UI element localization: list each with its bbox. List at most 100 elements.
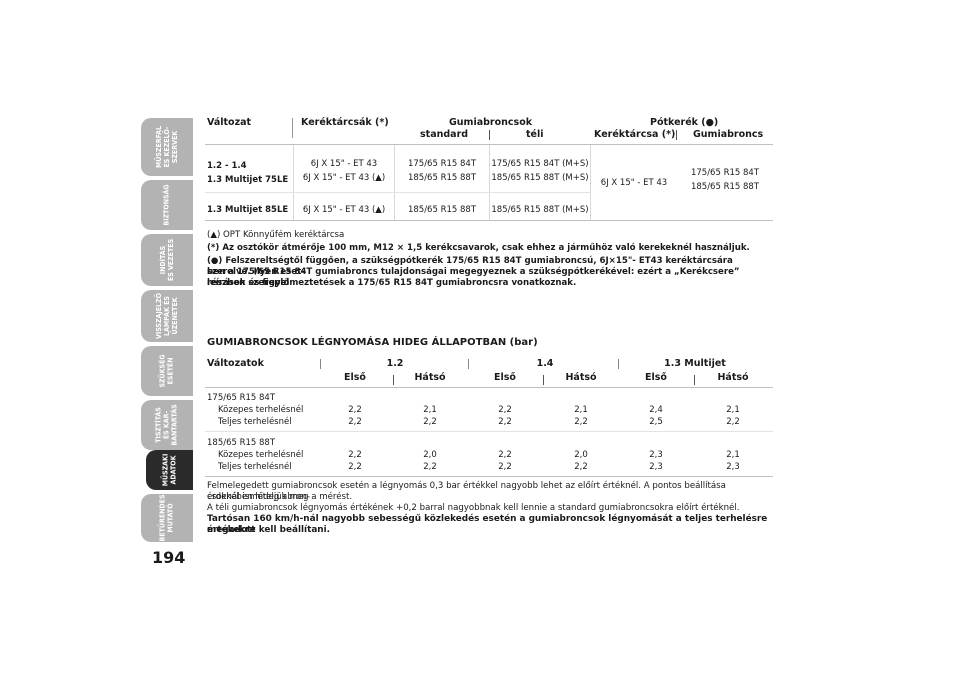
spare-rim: 6J X 15" - ET 43 — [600, 178, 668, 188]
table-rule — [205, 144, 773, 145]
wheel-rim: 6J X 15" - ET 43 — [310, 159, 378, 169]
header-kerektarcsak: Keréktárcsák (*) — [301, 117, 389, 128]
header-kerektarcsa: Keréktárcsa (*) — [594, 129, 676, 140]
note-spare-1: (●) Felszereltségtől függően, a szükségp… — [207, 256, 733, 277]
note-spare-3: leírások és figyelmeztetések a 175/65 R1… — [207, 278, 577, 288]
header-teli: téli — [526, 129, 544, 140]
pressure-value: 2,3 — [649, 450, 663, 460]
spare-tyre: 185/65 R15 88T — [690, 182, 760, 192]
column-divider — [676, 130, 677, 140]
row-rule — [205, 431, 773, 432]
footnote-warm: Felmelegedett gumiabroncsok esetén a lég… — [207, 481, 726, 502]
column-divider — [468, 359, 469, 369]
tab-label: VISSZAJELZŐ LÁMPÁK ÉS ÜZENETEK — [155, 293, 179, 339]
group-header: 1.4 — [536, 358, 554, 369]
pressure-value: 2,5 — [649, 417, 663, 427]
load-label: Teljes terhelésnél — [218, 462, 292, 472]
header-potkerek: Pótkerék (●) — [650, 117, 719, 128]
pressure-value: 2,2 — [348, 405, 362, 415]
load-label: Közepes terhelésnél — [218, 450, 304, 460]
tab-label: MŰSZAKI ADATOK — [161, 453, 178, 487]
section-title-text: GUMIABRONCSOK LÉGNYOMÁSA HIDEG ÁLLAPOTBA… — [207, 337, 507, 348]
group-header: 1.3 Multijet — [664, 358, 726, 369]
pressure-value: 2,2 — [574, 417, 588, 427]
variant-label: 1.3 Multijet 85LE — [207, 205, 289, 215]
column-divider — [394, 145, 395, 220]
sub-header: Első — [494, 372, 516, 383]
load-label: Közepes terhelésnél — [218, 405, 304, 415]
footnote-winter: A téli gumiabroncsok légnyomás értékének… — [207, 503, 740, 513]
pressure-value: 2,2 — [498, 405, 512, 415]
tab-inditas[interactable]: INDÍTÁS ÉS VEZETÉS — [141, 234, 193, 286]
tab-visszajelzo[interactable]: VISSZAJELZŐ LÁMPÁK ÉS ÜZENETEK — [141, 290, 193, 342]
column-divider — [694, 375, 695, 385]
table-rule — [205, 387, 773, 388]
tyre-winter: 185/65 R15 88T (M+S) — [491, 205, 589, 215]
column-divider — [292, 118, 293, 138]
column-divider — [590, 145, 591, 220]
note-asterisk: (*) Az osztókör átmérője 100 mm, M12 × 1… — [207, 243, 750, 253]
header-gumiabroncs: Gumiabroncs — [693, 129, 764, 140]
tab-biztonsag[interactable]: BIZTONSÁG — [141, 180, 193, 230]
pressure-value: 2,3 — [649, 462, 663, 472]
tab-muszaki-adatok[interactable]: MŰSZAKI ADATOK — [146, 450, 193, 490]
column-divider — [320, 359, 321, 369]
pressure-value: 2,2 — [348, 462, 362, 472]
variant-label: 1.3 Multijet 75LE — [207, 175, 289, 185]
pressure-value: 2,0 — [574, 450, 588, 460]
pressure-value: 2,1 — [574, 405, 588, 415]
tab-betu-rendes[interactable]: BETŰRENDES MUTATÓ — [141, 494, 193, 542]
pressure-value: 2,4 — [649, 405, 663, 415]
tab-label: INDÍTÁS ÉS VEZETÉS — [159, 238, 175, 282]
pressure-value: 2,3 — [726, 462, 740, 472]
tab-label: MŰSZERFAL ÉS KEZELŐ- SZERVEK — [155, 125, 179, 169]
tab-tisztitas[interactable]: TISZTÍTÁS ÉS KAR- BANTARTÁS — [141, 400, 193, 450]
column-divider — [618, 359, 619, 369]
wheel-rim: 6J X 15" - ET 43 (▲) — [302, 205, 386, 215]
column-divider — [393, 375, 394, 385]
tyre-size: 185/65 R15 88T — [207, 438, 276, 448]
tab-szukseg[interactable]: SZÜKSÉG ESETÉN — [141, 346, 193, 396]
pressure-value: 2,2 — [498, 462, 512, 472]
table-rule — [205, 476, 773, 477]
tab-muszerfal[interactable]: MŰSZERFAL ÉS KEZELŐ- SZERVEK — [141, 118, 193, 176]
sub-header: Első — [344, 372, 366, 383]
spare-tyre: 175/65 R15 84T — [690, 168, 760, 178]
sub-header: Hátsó — [565, 372, 597, 383]
header-valtozat: Változat — [207, 117, 252, 128]
row-rule — [205, 192, 590, 193]
header-standard: standard — [420, 129, 469, 140]
tyre-winter: 175/65 R15 84T (M+S) — [491, 159, 589, 169]
column-divider — [543, 375, 544, 385]
section-title: GUMIABRONCSOK LÉGNYOMÁSA HIDEG ÁLLAPOTBA… — [207, 337, 538, 348]
pressure-value: 2,2 — [348, 450, 362, 460]
tab-label: BIZTONSÁG — [163, 184, 171, 226]
group-header: 1.2 — [386, 358, 404, 369]
table-rule — [205, 220, 773, 221]
pressure-value: 2,1 — [423, 405, 437, 415]
column-divider — [489, 145, 490, 220]
tyre-winter: 185/65 R15 88T (M+S) — [491, 173, 589, 183]
tab-label: SZÜKSÉG ESETÉN — [158, 354, 175, 388]
pressure-value: 2,0 — [423, 450, 437, 460]
pressure-value: 2,2 — [498, 417, 512, 427]
footnote-speed: Tartósan 160 km/h-nál nagyobb sebességű … — [207, 514, 768, 535]
page-number: 194 — [152, 548, 186, 567]
pressure-value: 2,2 — [498, 450, 512, 460]
tyre-standard: 175/65 R15 84T — [407, 159, 477, 169]
variant-label: 1.2 - 1.4 — [207, 161, 247, 171]
tab-label: TISZTÍTÁS ÉS KAR- BANTARTÁS — [155, 404, 179, 446]
tyre-standard: 185/65 R15 88T — [407, 205, 477, 215]
header-gumiabroncsok: Gumiabroncsok — [449, 117, 533, 128]
column-divider — [489, 130, 490, 140]
footnote-speed-2: értékekre kell beállítani. — [207, 525, 331, 535]
footnote-warm-2: csoknál ismételjük meg a mérést. — [207, 492, 353, 502]
header-valtozatok: Változatok — [207, 358, 264, 369]
column-divider — [293, 145, 294, 220]
sub-header: Hátsó — [414, 372, 446, 383]
tyre-standard: 185/65 R15 88T — [407, 173, 477, 183]
sub-header: Első — [645, 372, 667, 383]
pressure-value: 2,2 — [574, 462, 588, 472]
load-label: Teljes terhelésnél — [218, 417, 292, 427]
tyre-size: 175/65 R15 84T — [207, 393, 276, 403]
